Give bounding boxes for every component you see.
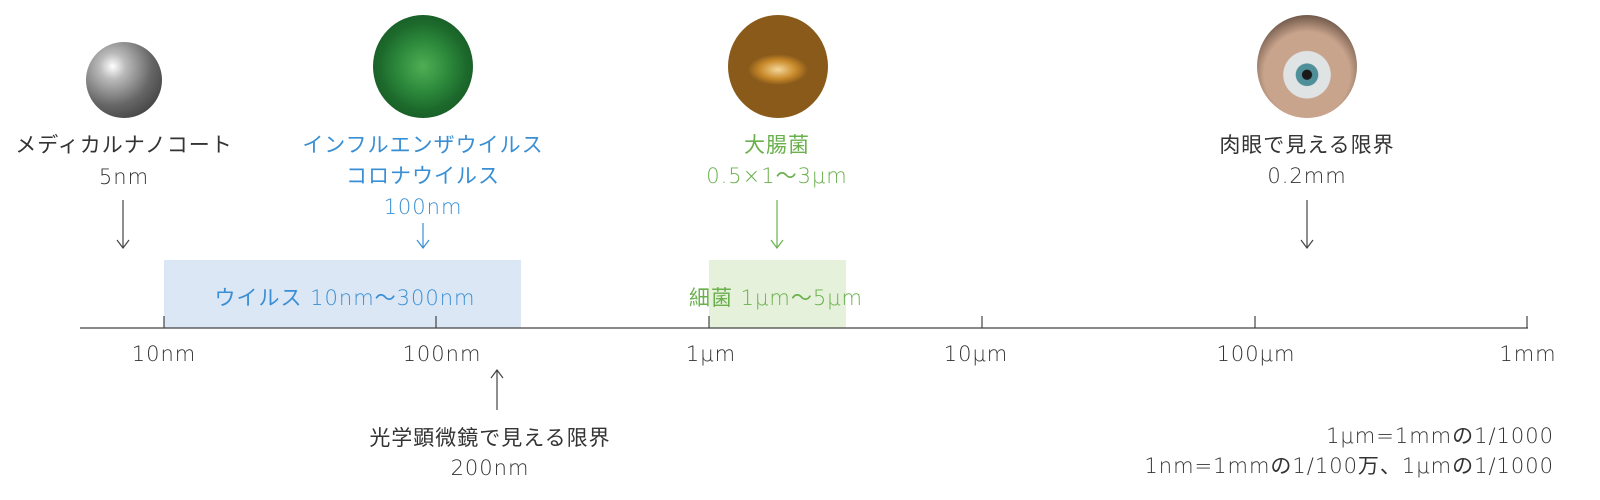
arrow-down-icon (416, 223, 430, 249)
arrow-down-icon (770, 200, 784, 249)
bacteria-range-band (709, 260, 846, 328)
eye-icon (1257, 15, 1357, 118)
item-label: コロナウイルス (346, 164, 500, 188)
arrow-down-icon (116, 200, 130, 249)
item-size: 5nm (98, 165, 150, 189)
tick-label: 100μm (1216, 342, 1296, 366)
unit-note: 1nm=1mmの1/100万、1μmの1/1000 (1144, 454, 1554, 478)
item-label: メディカルナノコート (15, 133, 233, 157)
microscope-limit-label: 光学顕微鏡で見える限界 (369, 426, 611, 450)
unit-note: 1μm=1mmの1/1000 (1326, 424, 1554, 448)
bacteria-range-label: 細菌 1μm〜5μm (688, 286, 864, 310)
metal-sphere-icon (86, 42, 162, 118)
tick-label: 100nm (402, 342, 482, 366)
virus-icon (373, 15, 473, 118)
item-label: インフルエンザウイルス (302, 133, 544, 157)
item-size: 0.2mm (1267, 164, 1347, 188)
microscope-limit-size: 200nm (450, 456, 530, 480)
arrow-down-icon (1300, 200, 1314, 249)
virus-range-label: ウイルス 10nm〜300nm (214, 286, 476, 310)
tick-label: 1mm (1499, 342, 1557, 366)
item-label: 肉眼で見える限界 (1219, 133, 1395, 157)
arrow-up-icon (490, 369, 504, 410)
item-size: 0.5×1〜3μm (706, 164, 848, 188)
virus-range-band (164, 260, 521, 328)
e-coli-bacterium-icon (728, 15, 828, 118)
item-size: 100nm (383, 195, 463, 219)
tick-label: 10μm (943, 342, 1009, 366)
tick-label: 1μm (685, 342, 737, 366)
tick-label: 10nm (131, 342, 197, 366)
item-label: 大腸菌 (744, 133, 810, 157)
